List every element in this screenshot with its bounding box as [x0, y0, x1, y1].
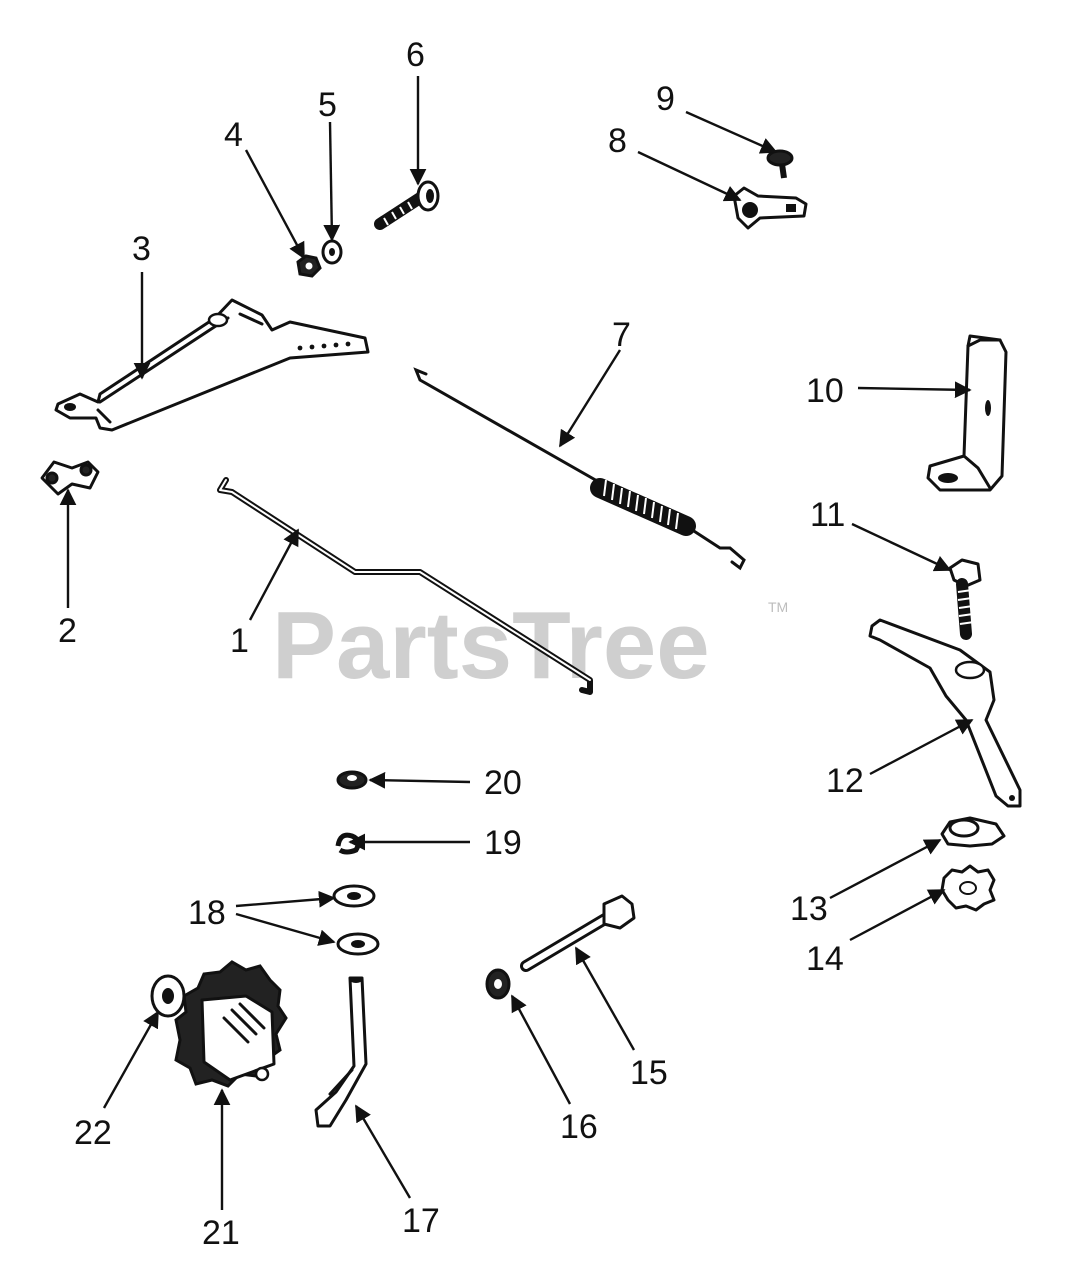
callout-13: 13 [790, 890, 828, 928]
part-12-governor-lever-icon[interactable] [868, 618, 1022, 808]
callout-11: 11 [810, 496, 845, 534]
callout-9: 9 [656, 80, 675, 118]
part-15-shaft-icon[interactable] [520, 894, 636, 972]
callout-10: 10 [806, 372, 844, 410]
spring-coil-icon [590, 478, 696, 536]
callout-1: 1 [230, 622, 249, 660]
callout-3: 3 [132, 230, 151, 268]
callout-14: 14 [806, 940, 844, 978]
part-13-bushing-icon[interactable] [940, 816, 1006, 848]
part-8-cable-clamp-icon[interactable] [732, 186, 808, 230]
part-7-spring-link-icon[interactable] [413, 367, 746, 571]
part-5-washer-icon[interactable] [321, 239, 343, 265]
part-4-hex-nut-icon[interactable] [296, 254, 322, 278]
part-17-crank-icon[interactable] [314, 976, 368, 1128]
part-19-retainer-icon[interactable] [335, 832, 361, 855]
leader-lines [59, 76, 974, 1210]
part-6-bolt-icon[interactable] [374, 180, 440, 230]
watermark-text: PartsTree [272, 592, 710, 699]
callout-15: 15 [630, 1054, 668, 1092]
callout-20: 20 [484, 764, 522, 802]
part-9-screw-icon[interactable] [766, 149, 794, 179]
part-3-control-lever-bracket-icon[interactable] [54, 298, 370, 432]
part-16-washer-icon[interactable] [485, 968, 511, 1000]
callout-22: 22 [74, 1114, 112, 1152]
callout-8: 8 [608, 122, 627, 160]
callout-17: 17 [402, 1202, 440, 1240]
part-21-governor-gear-icon[interactable] [174, 960, 288, 1088]
callout-2: 2 [58, 612, 77, 650]
callout-18: 18 [188, 894, 226, 932]
callout-21: 21 [202, 1214, 240, 1252]
callout-16: 16 [560, 1108, 598, 1146]
part-11-bolt-icon[interactable] [948, 558, 982, 640]
part-14-lock-washer-icon[interactable] [940, 864, 996, 912]
callout-5: 5 [318, 86, 337, 124]
part-22-washer-icon[interactable] [150, 974, 186, 1018]
part-18-washer-icon[interactable] [332, 884, 380, 956]
callout-7: 7 [612, 316, 631, 354]
callout-19: 19 [484, 824, 522, 862]
part-2-clip-icon[interactable] [40, 460, 100, 496]
callout-12: 12 [826, 762, 864, 800]
part-20-nut-icon[interactable] [336, 770, 368, 790]
part-10-l-bracket-icon[interactable] [926, 334, 1008, 492]
callout-6: 6 [406, 36, 425, 74]
callout-4: 4 [224, 116, 243, 154]
watermark-trademark: TM [768, 599, 788, 615]
callout-labels: 1 2 3 4 5 6 7 8 9 10 11 12 13 14 15 16 1… [58, 36, 864, 1252]
